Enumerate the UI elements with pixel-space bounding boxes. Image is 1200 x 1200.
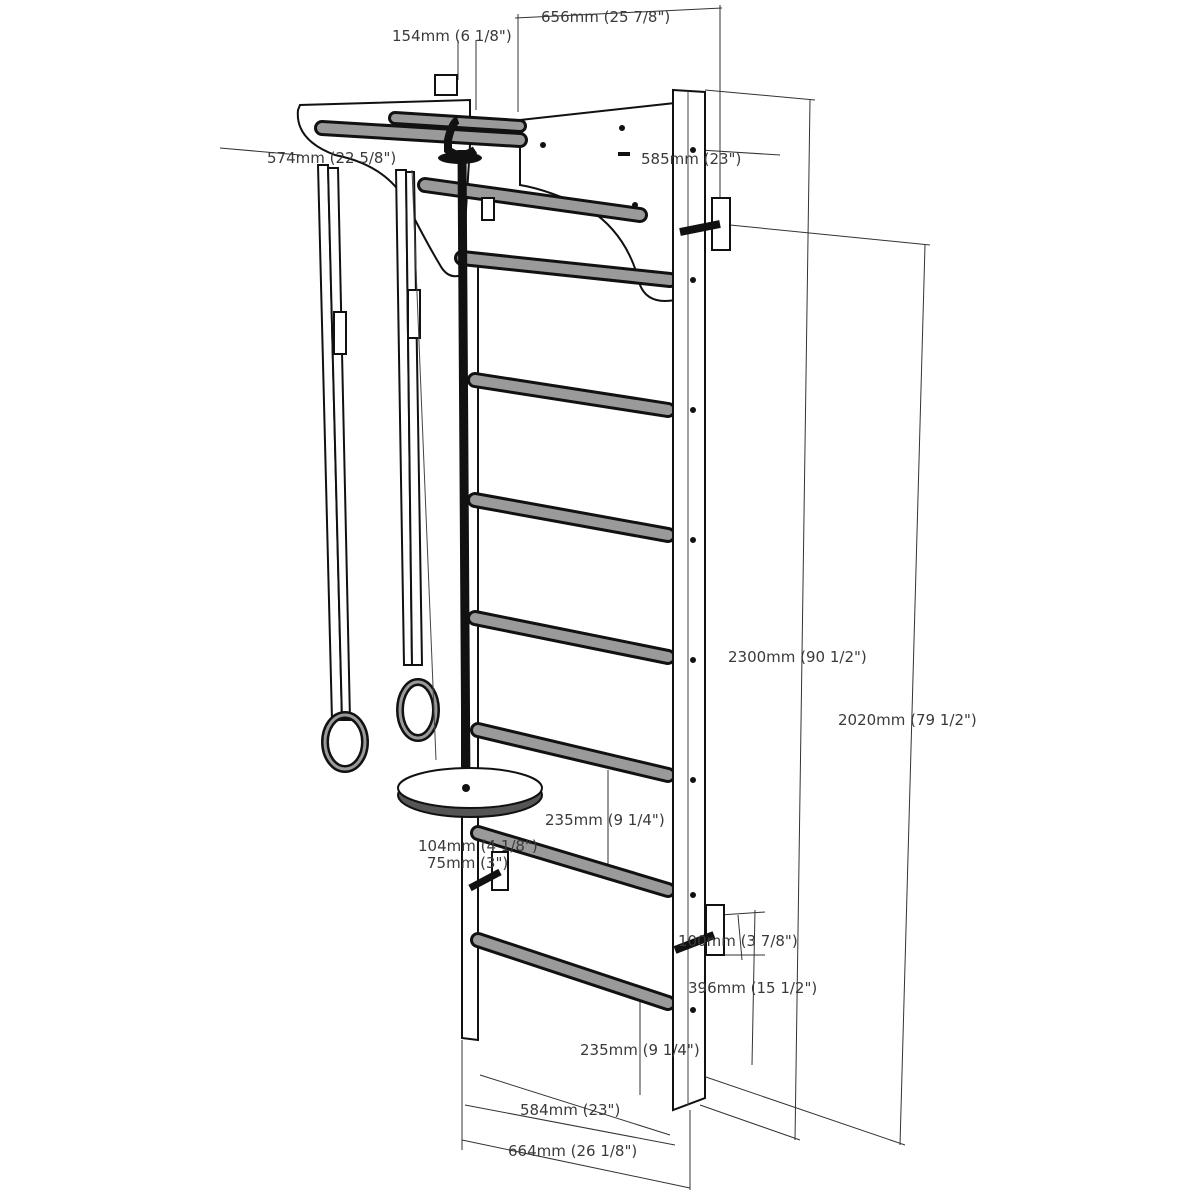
dim-104-label: 104mm (4 1/8") [418,837,538,855]
rung [467,492,676,543]
dim-664-label: 664mm (26 1/8") [508,1142,637,1160]
dim-235-upper-label: 235mm (9 1/4") [545,811,665,829]
rung [467,372,676,418]
dim-584-label: 584mm (23") [520,1101,620,1119]
dim-235-lower-label: 235mm (9 1/4") [580,1041,700,1059]
gymnastic-rings [316,164,440,773]
dimension-labels: 154mm (6 1/8") 656mm (25 7/8") 574mm (22… [267,8,977,1160]
dim-154-label: 154mm (6 1/8") [392,27,512,45]
wall-mounts [468,197,731,956]
swing-disc [397,767,543,818]
dim-396-label: 396mm (15 1/2") [688,979,817,997]
climbing-rope [438,116,482,791]
rung [470,722,676,783]
dim-574-label: 574mm (22 5/8") [267,149,396,167]
dimension-lines [219,5,931,1190]
rung [470,932,676,1011]
rung [454,250,678,288]
dim-2020-label: 2020mm (79 1/2") [838,711,977,729]
dim-2300-label: 2300mm (90 1/2") [728,648,867,666]
rung [470,825,676,898]
dim-656-label: 656mm (25 7/8") [541,8,670,26]
dim-75-label: 75mm (3") [427,854,508,872]
dim-100-label: 100mm (3 7/8") [678,932,798,950]
dim-585-label: 585mm (23") [641,150,741,168]
ladder-rungs [454,250,678,1011]
rung [467,610,676,665]
right-stile [672,88,706,1112]
top-post [434,74,458,96]
